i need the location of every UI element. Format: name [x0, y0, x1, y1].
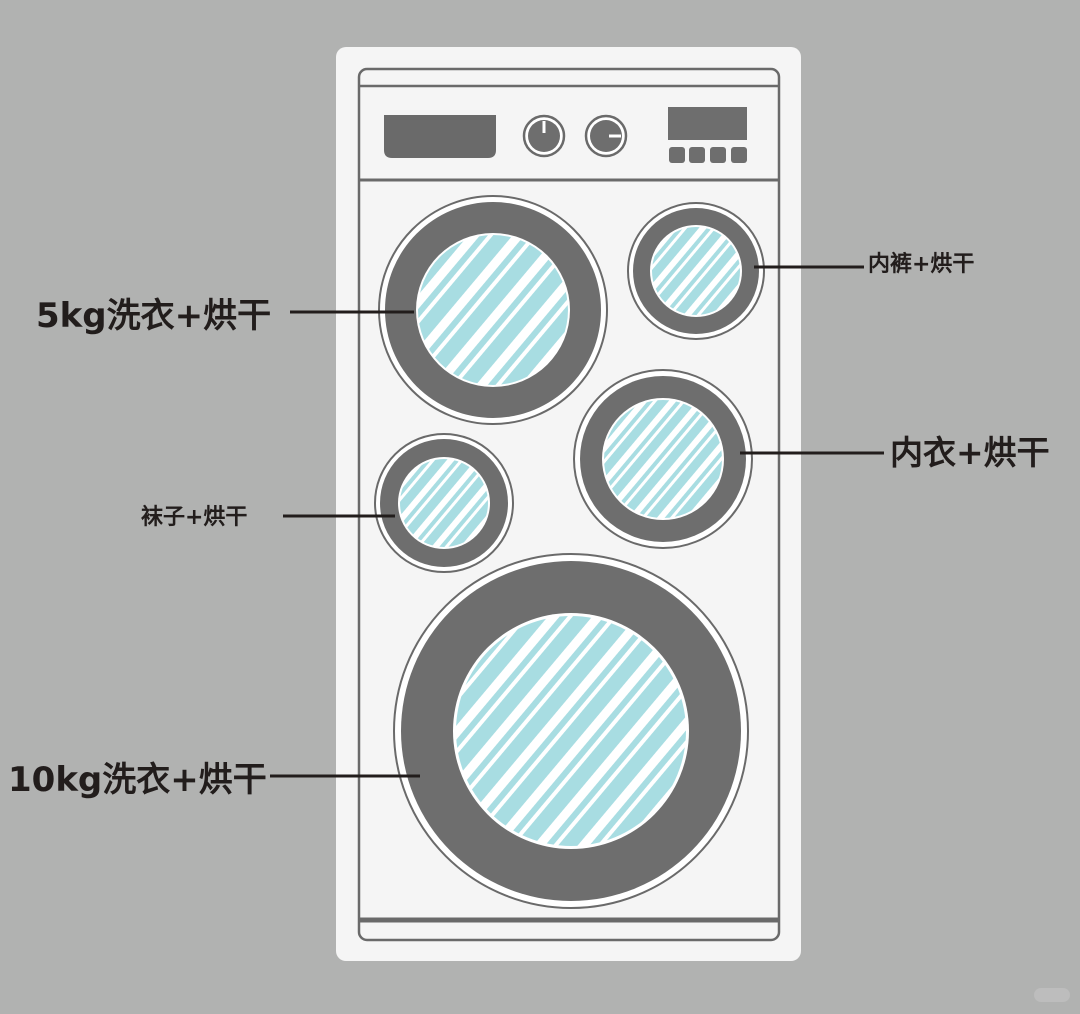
- label-underpants-dry: 内裤+烘干: [868, 254, 974, 276]
- drum-socks: [375, 434, 513, 572]
- label-5kg-wash-dry: 5kg洗衣+烘干: [36, 299, 271, 333]
- drum-5kg: [379, 196, 607, 424]
- drum-10kg: [394, 554, 748, 908]
- dial-knob-left: [524, 116, 564, 156]
- panel-buttons: [669, 147, 685, 163]
- label-socks-dry: 袜子+烘干: [141, 507, 247, 529]
- watermark: [1034, 988, 1070, 1002]
- dial-knob-right: [586, 116, 626, 156]
- drum-underwear: [574, 370, 752, 548]
- display-screen: [668, 107, 747, 140]
- drum-underpants: [628, 203, 764, 339]
- detergent-drawer: [384, 115, 496, 158]
- label-underwear-dry: 内衣+烘干: [890, 436, 1050, 469]
- label-10kg-wash-dry: 10kg洗衣+烘干: [8, 763, 267, 797]
